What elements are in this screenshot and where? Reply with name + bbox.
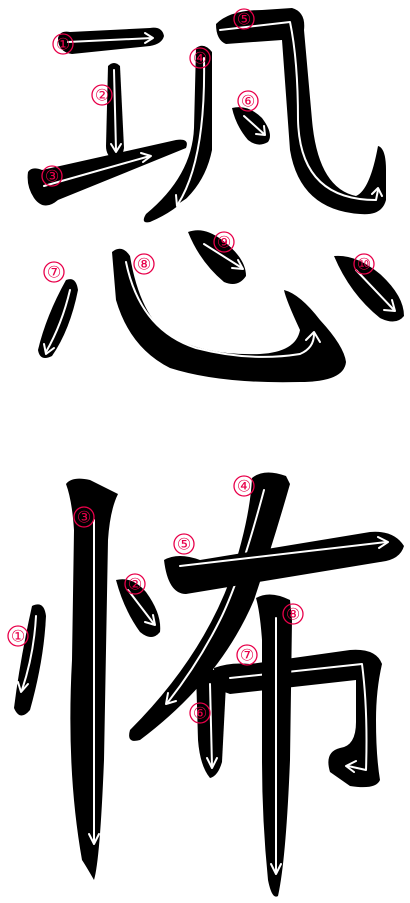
- svg-text:④: ④: [237, 477, 251, 496]
- stroke-10: [334, 255, 404, 322]
- number-4: ④: [189, 47, 211, 69]
- number-7: ⑦: [236, 644, 258, 666]
- number-3: ③: [41, 165, 63, 187]
- number-3: ③: [73, 506, 95, 528]
- stroke-4: [143, 45, 212, 223]
- stroke-1: [14, 604, 46, 716]
- stroke-7: [38, 279, 78, 358]
- stroke-2: [106, 63, 124, 160]
- svg-text:⑧: ⑧: [137, 255, 151, 274]
- number-5: ⑤: [173, 533, 195, 555]
- number-1: ①: [52, 33, 74, 55]
- svg-text:⑩: ⑩: [357, 255, 371, 274]
- stroke-6: [232, 107, 270, 145]
- svg-text:③: ③: [45, 167, 59, 186]
- character-fu: ① ② ③ ④ ⑤ ⑥ ⑦ ⑧: [7, 472, 404, 897]
- svg-text:①: ①: [56, 35, 70, 54]
- stroke-5: [164, 531, 404, 594]
- svg-text:④: ④: [193, 49, 207, 68]
- svg-text:②: ②: [128, 575, 142, 594]
- svg-text:⑧: ⑧: [286, 605, 300, 624]
- svg-text:⑥: ⑥: [193, 704, 207, 723]
- svg-text:⑤: ⑤: [177, 535, 191, 554]
- stroke-7: [214, 649, 382, 788]
- svg-text:⑦: ⑦: [240, 646, 254, 665]
- stroke-1: [58, 27, 164, 54]
- stroke-2: [116, 579, 161, 637]
- number-2: ②: [91, 84, 113, 106]
- svg-text:③: ③: [77, 508, 91, 527]
- number-4: ④: [233, 475, 255, 497]
- stroke-8: [256, 594, 292, 897]
- number-9: ⑨: [213, 231, 235, 253]
- character-kyou: ① ② ③ ④ ⑤ ⑥ ⑦ ⑧ ⑨ ⑩: [27, 8, 404, 383]
- stroke-9: [188, 230, 246, 284]
- number-10: ⑩: [353, 253, 375, 275]
- svg-text:②: ②: [95, 86, 109, 105]
- stroke-3: [27, 139, 187, 206]
- svg-text:⑥: ⑥: [241, 92, 255, 111]
- number-6: ⑥: [237, 90, 259, 112]
- number-6: ⑥: [189, 702, 211, 724]
- svg-text:⑦: ⑦: [47, 263, 61, 282]
- number-8: ⑧: [133, 253, 155, 275]
- stroke-3: [66, 478, 118, 880]
- svg-text:⑤: ⑤: [237, 10, 251, 29]
- stroke-5: [216, 8, 386, 215]
- svg-text:⑨: ⑨: [217, 233, 231, 252]
- number-7: ⑦: [43, 261, 65, 283]
- number-8: ⑧: [282, 603, 304, 625]
- number-2: ②: [124, 573, 146, 595]
- stroke-8: [112, 248, 346, 383]
- number-1: ①: [7, 625, 29, 647]
- svg-text:①: ①: [11, 627, 25, 646]
- stroke-4: [129, 472, 290, 741]
- number-5: ⑤: [233, 8, 255, 30]
- stroke-6: [196, 668, 226, 778]
